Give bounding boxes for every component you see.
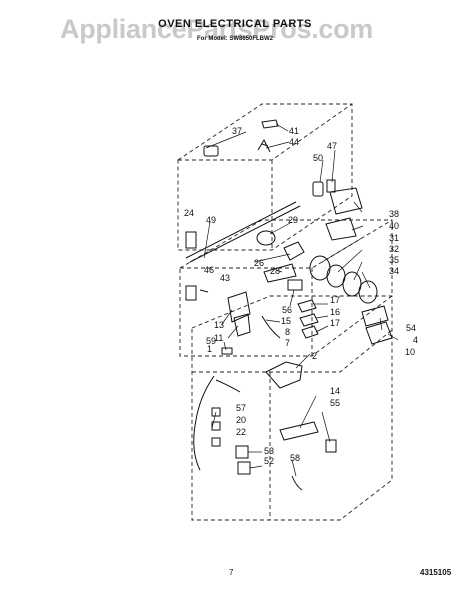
callout-31: 31 (389, 233, 400, 243)
part-56-block (287, 279, 303, 291)
middle-box-inner (180, 219, 393, 356)
part-40-knob (325, 217, 357, 241)
part-35-ring (342, 271, 362, 297)
part-4-switch (365, 321, 393, 345)
part-24-bracket (185, 231, 197, 249)
callout-32: 32 (389, 244, 400, 254)
callout-37: 37 (232, 126, 243, 136)
part-17a-plate (297, 299, 317, 313)
part-29-light (256, 230, 276, 246)
part-52-switch (237, 461, 251, 475)
callout-41: 41 (289, 126, 300, 136)
upper-box-outline (177, 103, 353, 251)
diagram-title: OVEN ELECTRICAL PARTS (158, 18, 312, 30)
part-38-selector (329, 187, 363, 215)
callout-54: 54 (406, 323, 417, 333)
part-49-element (185, 201, 301, 263)
callout-8: 8 (285, 327, 291, 337)
callout-55: 55 (330, 398, 341, 408)
callout-49: 49 (206, 215, 217, 225)
part-37-thermostat (203, 145, 219, 157)
part-17b-plate (301, 325, 319, 339)
part-20-clip (211, 421, 221, 431)
callout-44: 44 (289, 137, 300, 147)
callout-14: 14 (330, 386, 341, 396)
callout-16: 16 (330, 307, 341, 317)
part-59-clip (221, 347, 233, 355)
callout-50: 50 (313, 153, 324, 163)
part-13-bracket (227, 291, 251, 323)
part-50-switch (312, 181, 324, 197)
callout-29: 29 (288, 215, 299, 225)
part-34-ring (358, 280, 378, 304)
page-number: 7 (229, 568, 234, 577)
callout-40: 40 (389, 221, 400, 231)
callout-47: 47 (327, 141, 338, 151)
document-number: 4315105 (420, 568, 452, 577)
part-22-clip (211, 437, 221, 447)
callout-56: 56 (282, 305, 293, 315)
callout-7: 7 (285, 338, 291, 348)
callout-58: 58 (290, 453, 301, 463)
callout-38: 38 (389, 209, 400, 219)
part-41-wire (261, 119, 279, 129)
lower-box-outline (191, 295, 393, 521)
callout-15: 15 (281, 316, 292, 326)
callout-2: 2 (312, 351, 318, 361)
part-14-element (279, 421, 319, 441)
callout-52: 52 (264, 456, 275, 466)
part-44-clip (257, 138, 271, 153)
callout-28: 28 (270, 266, 281, 276)
callout-35: 35 (389, 255, 400, 265)
callout-57: 57 (236, 403, 247, 413)
callout-53: 53 (264, 446, 275, 456)
callout-13: 13 (214, 320, 225, 330)
part-1-harness (193, 375, 241, 471)
callout-17b: 17 (330, 318, 341, 328)
part-28-lamp (263, 263, 297, 283)
callout-1: 1 (207, 344, 213, 354)
callout-26: 26 (254, 258, 265, 268)
callout-59: 59 (206, 336, 217, 346)
part-54-plate (361, 305, 389, 327)
callout-20: 20 (236, 415, 247, 425)
callout-46: 46 (204, 265, 215, 275)
part-16-plate (299, 313, 319, 327)
callout-10: 10 (405, 347, 416, 357)
upper-box-inner (178, 103, 353, 250)
part-2-element (265, 361, 303, 389)
callout-43: 43 (220, 273, 231, 283)
callout-34: 34 (389, 266, 400, 276)
part-58-wire (291, 475, 303, 491)
callout-11: 11 (214, 333, 224, 343)
part-15-wire (261, 315, 281, 339)
callout-22: 22 (236, 427, 247, 437)
part-53-switch (235, 445, 249, 459)
part-55-terminal (325, 439, 337, 453)
part-57-clip (211, 407, 221, 417)
diagram-subtitle: For Model: SW8650FLBW2 (196, 36, 273, 42)
part-43-screw (199, 289, 209, 293)
part-11-bracket (233, 313, 251, 337)
part-46-bracket (185, 285, 197, 301)
callout-24: 24 (184, 208, 195, 218)
lower-box-inner (192, 329, 393, 520)
callout-17a: 17 (330, 295, 341, 305)
part-26-socket (283, 241, 305, 261)
callout-4: 4 (413, 335, 419, 345)
part-47-switch (326, 179, 336, 193)
watermark: AppliancePartsPros.com (60, 14, 374, 44)
